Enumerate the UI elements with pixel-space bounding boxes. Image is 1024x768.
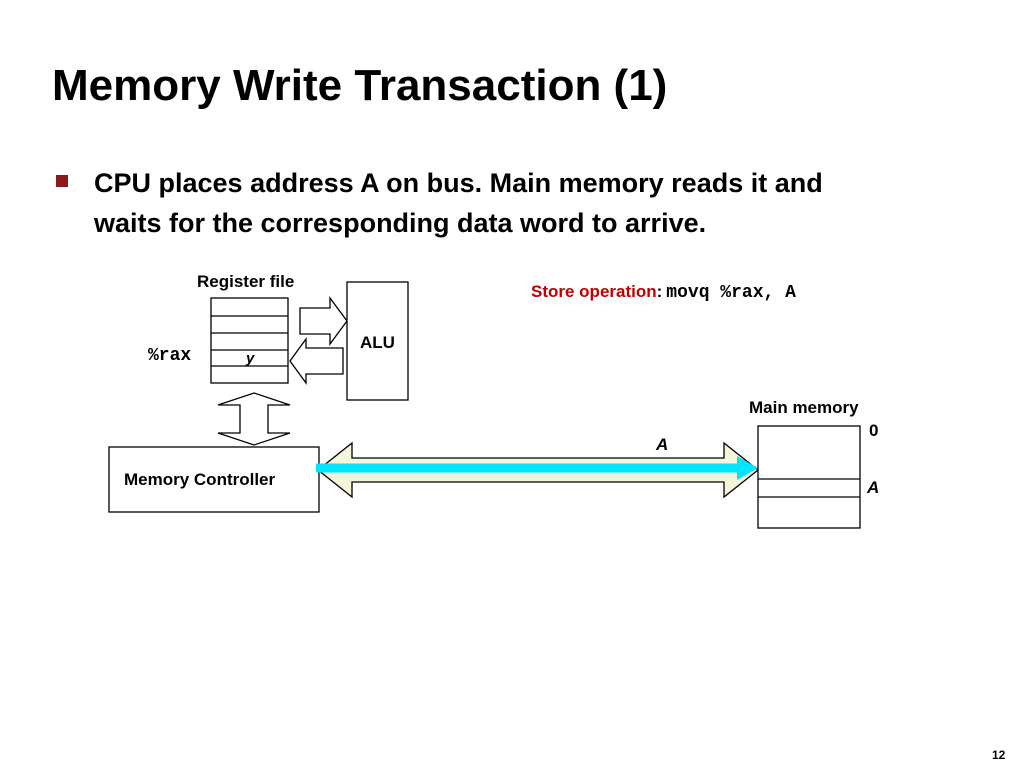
memory-controller-box [108, 446, 320, 513]
memory-address-zero: 0 [869, 421, 879, 440]
register-value: y [246, 350, 255, 367]
bullet-line-1: CPU places address A on bus. Main memory… [94, 168, 823, 198]
register-file [210, 297, 289, 384]
bullet-line-2: waits for the corresponding data word to… [94, 208, 707, 238]
page-number: 12 [992, 748, 1006, 762]
main-memory [757, 425, 861, 529]
register-name: %rax [148, 346, 192, 366]
store-operation-label: Store operation [531, 282, 657, 301]
regfile-to-alu-arrow [299, 296, 348, 346]
memory-address-a: A [867, 478, 880, 497]
register-file-label: Register file [197, 272, 295, 291]
store-operation-instruction: movq %rax, A [666, 283, 796, 303]
store-operation-separator: : [656, 282, 663, 301]
alu-to-regfile-arrow [289, 337, 344, 385]
main-memory-label: Main memory [749, 398, 859, 417]
bullet-text: CPU places address A on bus. Main memory… [94, 163, 823, 243]
regfile-memctrl-arrow [217, 392, 291, 446]
address-arrow-head [737, 456, 758, 480]
alu-box [346, 281, 409, 401]
bus-address-label: A [656, 435, 669, 454]
slide-title: Memory Write Transaction (1) [52, 61, 668, 110]
memory-controller-label: Memory Controller [124, 470, 276, 489]
bullet-marker-icon [56, 175, 68, 187]
alu-label: ALU [360, 333, 395, 352]
store-operation: Store operation:movq %rax, A [531, 282, 796, 303]
